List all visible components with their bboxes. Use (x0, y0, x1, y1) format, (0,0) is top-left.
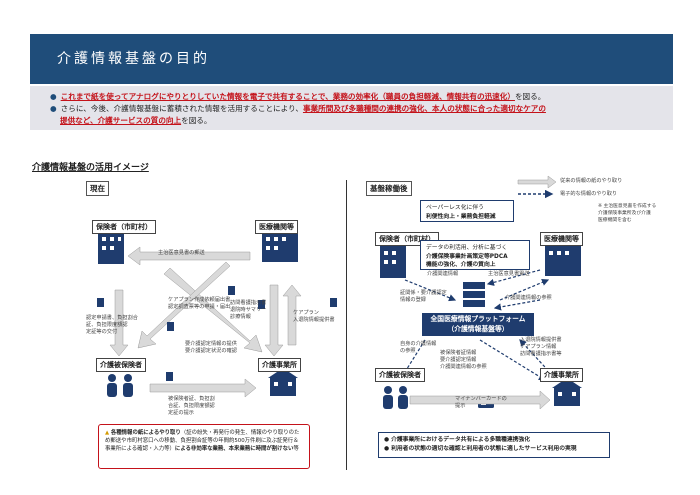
document-icons (97, 286, 337, 381)
current-office-docs: 要介護認定情報の提供 要介護認定状況の確認 (185, 341, 237, 354)
bullet-dot-icon: ● (50, 104, 57, 113)
intro-bullet-2: ●さらに、今後、介護情報基盤に蓄積された情報を活用することにより、事業所間及び多… (50, 104, 546, 125)
future-government-building-icon (380, 246, 406, 278)
paperless-box: ペーパーレス化に伴う 利便性向上・業務負担軽減 (420, 200, 514, 222)
future-care-registration: 介護関連情報 (427, 271, 459, 277)
intro-bullet-1: ●これまで紙を使ってアナログにやりとりしていた情報を電子で共有することで、業務の… (50, 92, 546, 101)
future-flow-arrows (399, 269, 556, 382)
future-self-view: 自身の介護情報 の参照 (400, 341, 437, 354)
benefit-1: ● 介護事業所におけるデータ共有による多職種連携強化 (384, 437, 531, 443)
future-cert-registration: 証関係・要介護認定 情報の登録 (400, 290, 447, 303)
legend-note: ※ 主治医意見書を作成する 介護保険事業所及び介護 医療機関を含む (598, 204, 657, 223)
page-title: 介護情報基盤の目的 (57, 51, 210, 67)
future-insured-label: 介護被保険者 (375, 368, 425, 382)
current-insurer-label: 保険者（市町村） (92, 220, 156, 234)
current-medical-label: 医療機関等 (255, 220, 298, 234)
current-careplan-docs: ケアプラン 入退院情報提供書 (293, 310, 335, 323)
current-problem-note: ▲ 各種情報の紙によるやり取り（証の紛失・再発行の発生、情報のやり取りのため郵送… (98, 424, 310, 469)
server-icon (463, 282, 485, 307)
future-medical-label: 医療機関等 (540, 232, 583, 246)
section-title: 介護情報基盤の活用イメージ (32, 163, 149, 173)
future-mynumber: マイナンバーカードの 提示 (455, 396, 507, 409)
current-summary-docs: 訪問看護指示書 退院時サマリー 診療情報 (230, 300, 267, 320)
current-insured-docs: 認定申請書、負担割合 証、負担限度額認 定証等の交付 (86, 315, 138, 335)
bullet-dot-icon: ● (384, 437, 392, 443)
current-label: 現在 (86, 181, 109, 196)
bullet-dot-icon: ● (50, 92, 57, 101)
current-arrows (109, 246, 302, 398)
current-bottom-docs: 被保険者証、負担割 合証、負担限度額認 定証の提示 (168, 396, 215, 416)
government-building-icon (98, 232, 124, 264)
future-paper-arrow (409, 390, 551, 410)
future-office-label: 介護事業所 (540, 368, 583, 382)
future-care-office-building-icon (552, 378, 582, 406)
future-hospital-building-icon (545, 246, 581, 276)
intro-box (30, 86, 673, 130)
future-office-view: 被保険者証情報 要介護認定情報 介護関連情報の参照 (440, 350, 487, 370)
legend-electronic-label: 電子的な情報のやり取り (560, 191, 618, 197)
current-care-docs: ケアプラン作成依頼届出書 認定調査票等の申請・届出 (168, 297, 231, 310)
hospital-building-icon (262, 232, 298, 262)
future-benefits-box: ● 介護事業所におけるデータ共有による多職種連携強化 ● 利用者の状態の適切な確… (378, 432, 610, 458)
divider (346, 180, 347, 470)
future-label: 基盤稼働後 (366, 181, 412, 196)
legend-paper-arrow (517, 175, 557, 189)
national-platform: 全国医療情報プラットフォーム （介護情報基盤等） (422, 313, 534, 336)
care-office-building-icon (268, 368, 298, 396)
bullet-dot-icon: ● (384, 445, 392, 452)
current-opinion-mail: 主治医意見書の郵送 (158, 250, 205, 256)
legend-paper-label: 従来の情報の紙のやり取り (560, 178, 623, 184)
future-opinion-electronic: 主治医意見書電送 (488, 271, 530, 277)
future-hospital-info: 入退院情報提供書 ケアプラン情報 訪問看護指示書等 (520, 337, 562, 357)
current-office-label: 介護事業所 (258, 358, 301, 372)
current-insured-label: 介護被保険者 (96, 358, 146, 372)
data-utilization-box: データの利活用、分析に基づく 介護保険事業計画策定等PDCA 機能の強化、介護の… (420, 240, 530, 270)
future-elderly-people-icon (383, 386, 408, 409)
future-care-view: 介護関連情報の参照 (505, 295, 552, 301)
benefit-2: ● 利用者の状態の適切な確認と利用者の状態に適したサービス利用の実現 (384, 445, 577, 452)
header-bar (30, 34, 673, 84)
elderly-people-icon (107, 374, 133, 397)
warning-icon: ▲ (105, 430, 110, 436)
